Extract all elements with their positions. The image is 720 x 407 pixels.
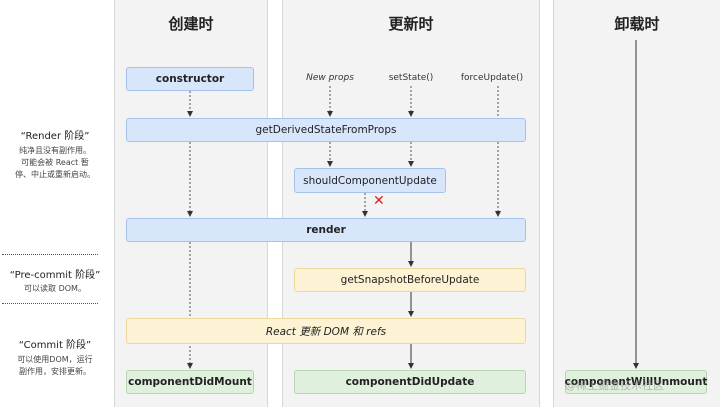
phase-separator-2 (2, 303, 98, 304)
phase-commit-title: “Commit 阶段” (18, 340, 92, 351)
phase-commit-desc-line2: 副作用，安排更新。 (19, 367, 91, 376)
trigger-set-state: setState() (388, 73, 434, 83)
column-unmount-title: 卸载时 (614, 15, 660, 33)
phase-precommit-desc-line1: 可以读取 DOM。 (24, 284, 86, 293)
column-mount-title: 创建时 (168, 15, 214, 33)
method-component-will-unmount: componentWillUnmount (565, 370, 707, 394)
watermark: @稀土掘金技术社区 (565, 379, 664, 392)
phase-render-desc-line1: 纯净且没有副作用。 (19, 146, 91, 155)
phase-separator-1 (2, 254, 98, 255)
trigger-new-props: New props (306, 73, 354, 83)
phase-render-title: “Render 阶段” (20, 131, 90, 142)
method-component-did-mount: componentDidMount (126, 370, 254, 394)
trigger-force-update: forceUpdate() (460, 73, 524, 83)
method-get-derived-state-from-props: getDerivedStateFromProps (126, 118, 526, 142)
method-constructor: constructor (126, 67, 254, 91)
phase-render-desc-line2: 可能会被 React 暂 (21, 158, 89, 167)
method-render: render (126, 218, 526, 242)
phase-precommit-title: “Pre-commit 阶段” (9, 270, 101, 281)
react-update-dom-refs: React 更新 DOM 和 refs (126, 318, 526, 344)
cancel-x-icon: ✕ (373, 193, 385, 209)
phase-render-desc-line3: 停、中止或重新启动。 (15, 170, 95, 179)
phase-commit-desc-line1: 可以使用DOM，运行 (17, 355, 93, 364)
column-update-title: 更新时 (388, 15, 434, 33)
method-should-component-update: shouldComponentUpdate (294, 168, 446, 193)
method-get-snapshot-before-update: getSnapshotBeforeUpdate (294, 268, 526, 292)
method-component-did-update: componentDidUpdate (294, 370, 526, 394)
